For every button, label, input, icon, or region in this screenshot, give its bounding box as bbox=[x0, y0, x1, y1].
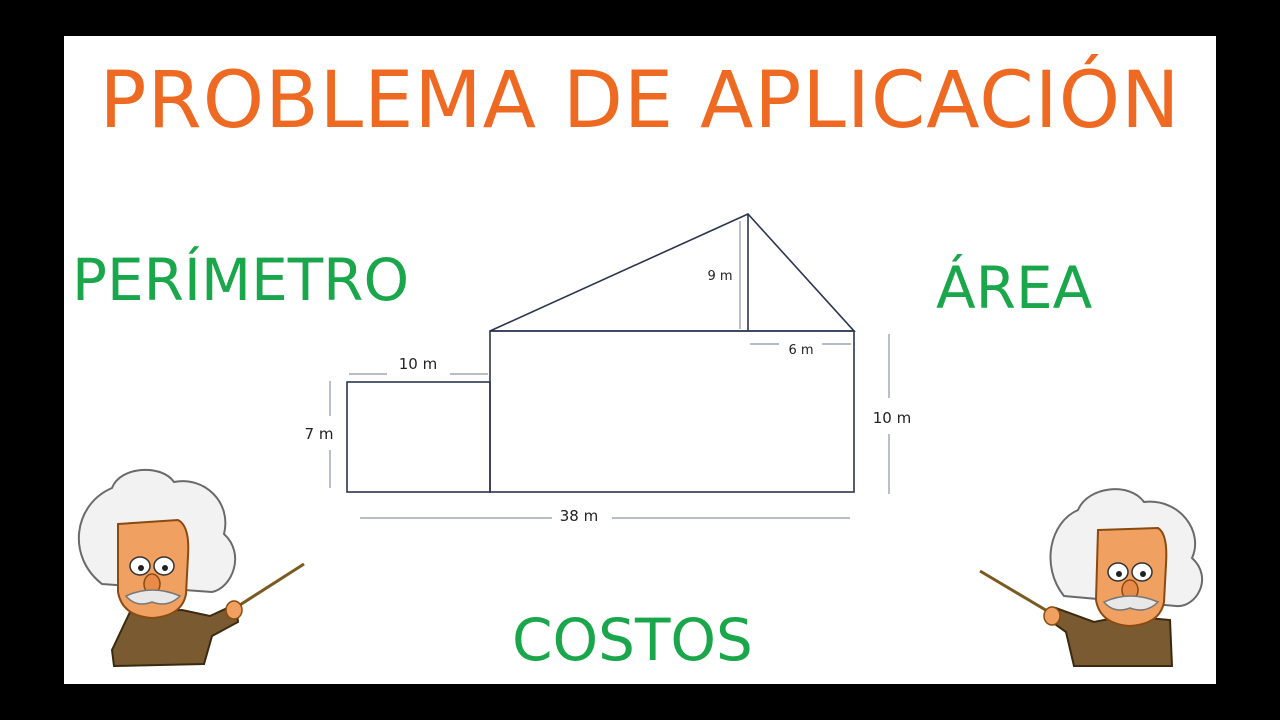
mustache-right bbox=[1102, 595, 1160, 611]
dim-label-10m-right: 10 m bbox=[873, 409, 911, 427]
dim-label-7m: 7 m bbox=[305, 425, 334, 443]
dim-label-9m: 9 m bbox=[707, 269, 732, 284]
hand-left bbox=[225, 600, 243, 620]
figure-diagram: 9 m 6 m 10 m 7 m 10 m 38 m bbox=[77, 213, 1204, 668]
einstein-cartoon-left bbox=[77, 469, 305, 668]
slide: PROBLEMA DE APLICACIÓN PERÍMETRO ÁREA CO… bbox=[64, 36, 1216, 684]
face-left bbox=[117, 518, 190, 620]
pointer-stick-right bbox=[979, 569, 1050, 614]
pointer-stick-left bbox=[231, 562, 305, 612]
label-area: ÁREA bbox=[936, 254, 1093, 322]
label-perimetro: PERÍMETRO bbox=[72, 246, 410, 314]
page-title: PROBLEMA DE APLICACIÓN bbox=[99, 56, 1181, 146]
face-right bbox=[1094, 526, 1168, 628]
dim-label-10m-top: 10 m bbox=[399, 355, 437, 373]
small-rectangle bbox=[346, 381, 491, 493]
dim-label-6m: 6 m bbox=[788, 343, 813, 358]
hand-right bbox=[1043, 606, 1061, 626]
dim-label-38m: 38 m bbox=[560, 507, 598, 525]
triangle-roof bbox=[489, 213, 856, 332]
label-costos: COSTOS bbox=[512, 606, 753, 674]
mustache-left bbox=[124, 589, 182, 605]
einstein-cartoon-right bbox=[979, 488, 1204, 667]
